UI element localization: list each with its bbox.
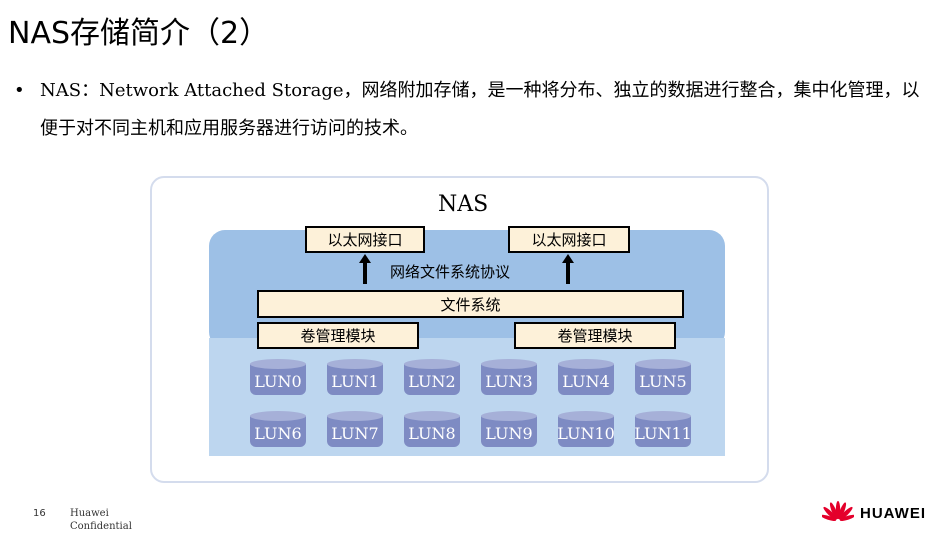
protocol-label: 网络文件系统协议 [390,263,511,281]
lun-label: LUN10 [557,424,615,443]
ethernet-interface-2: 以太网接口 [508,226,630,253]
disk-cylinder-icon [558,364,614,395]
lun-disk-7: LUN7 [327,411,383,447]
disk-cylinder-icon [404,364,460,395]
disk-cylinder-icon [635,364,691,395]
disk-cylinder-top [558,359,614,369]
disk-cylinder-top [250,411,306,421]
disk-cylinder-icon [558,416,614,447]
logo-text: HUAWEI [860,504,926,522]
file-system-box: 文件系统 [257,290,684,318]
bullet-dot: • [14,80,25,101]
lun-label: LUN5 [639,372,687,391]
bullet-text: NAS：Network Attached Storage，网络附加存储，是一种将… [40,80,920,139]
bullet-item: • NAS：Network Attached Storage，网络附加存储，是一… [14,72,939,148]
disk-cylinder-icon [327,364,383,395]
ethernet-interface-1: 以太网接口 [305,226,425,253]
lun-disk-0: LUN0 [250,359,306,395]
disk-cylinder-top [327,411,383,421]
disk-cylinder-top [635,411,691,421]
lun-label: LUN9 [485,424,533,443]
confidential-text: Confidential [70,521,132,532]
disk-cylinder-top [250,359,306,369]
lun-disk-10: LUN10 [557,411,615,447]
lun-label: LUN7 [331,424,379,443]
disk-cylinder-top [558,411,614,421]
lun-disk-8: LUN8 [404,411,460,447]
lun-disk-1: LUN1 [327,359,383,395]
disk-cylinder-icon [250,364,306,395]
huawei-flower-icon [822,501,854,522]
disk-cylinder-top [404,411,460,421]
lun-disk-5: LUN5 [635,359,691,395]
lun-disk-11: LUN11 [634,411,692,447]
lun-disk-4: LUN4 [558,359,614,395]
confidential-label: Huawei Confidential [70,507,132,533]
nas-label: NAS [438,192,489,217]
page-title: NAS存储简介（2） [8,16,270,51]
volume-manager-2: 卷管理模块 [514,322,676,349]
disk-cylinder-top [481,411,537,421]
lun-label: LUN4 [562,372,610,391]
page-number: 16 [33,508,46,519]
volume-manager-1: 卷管理模块 [257,322,419,349]
disk-cylinder-top [404,359,460,369]
lun-disk-3: LUN3 [481,359,537,395]
lun-label: LUN8 [408,424,456,443]
lun-label: LUN0 [254,372,302,391]
disk-cylinder-icon [327,416,383,447]
lun-label: LUN3 [485,372,533,391]
disk-cylinder-icon [635,416,691,447]
disk-cylinder-icon [481,364,537,395]
disk-cylinder-icon [404,416,460,447]
disk-cylinder-icon [481,416,537,447]
company-name: Huawei [70,508,109,519]
arrow-up-icon [359,254,371,284]
arrow-up-icon [562,254,574,284]
disk-cylinder-top [635,359,691,369]
lun-disk-6: LUN6 [250,411,306,447]
lun-label: LUN11 [634,424,692,443]
disk-cylinder-top [327,359,383,369]
lun-label: LUN6 [254,424,302,443]
lun-label: LUN1 [331,372,379,391]
disk-cylinder-icon [250,416,306,447]
lun-disk-2: LUN2 [404,359,460,395]
lun-label: LUN2 [408,372,456,391]
lun-disk-9: LUN9 [481,411,537,447]
disk-cylinder-top [481,359,537,369]
huawei-logo: HUAWEI [822,500,940,526]
